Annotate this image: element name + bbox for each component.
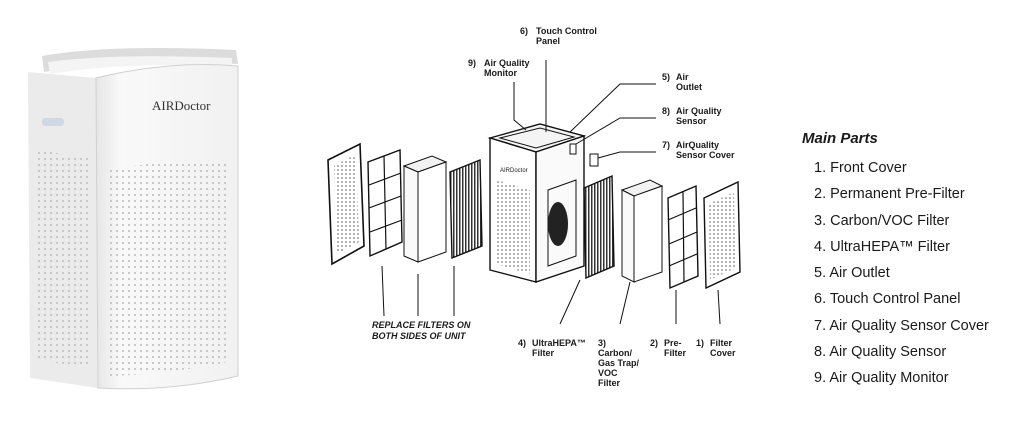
list-item: 6. Touch Control Panel <box>814 291 961 308</box>
label-prefilter-number: 2) <box>650 338 658 348</box>
pre-filter-right <box>667 184 699 290</box>
label-cover-line2: Cover <box>710 348 736 358</box>
list-item: 8. Air Quality Sensor <box>814 344 947 361</box>
label-cover-line1: Filter <box>710 338 733 348</box>
label-carbon-line4: Filter <box>598 378 621 388</box>
label-carbon-number: 3) <box>598 338 606 348</box>
main-parts-title: Main Parts <box>802 130 878 147</box>
label-hepa-line1: UltraHEPA™ <box>532 338 586 348</box>
label-prefilter-line2: Filter <box>664 348 687 358</box>
label-outlet-line2: Outlet <box>676 82 702 92</box>
label-touch-panel-line2: Panel <box>536 36 560 46</box>
label-sensor-line1: Air Quality <box>676 106 722 116</box>
label-carbon-line1: Carbon/ <box>598 348 633 358</box>
main-parts-list: 1. Front Cover 2. Permanent Pre-Filter 3… <box>802 155 1017 392</box>
list-item: 1. Front Cover <box>814 160 907 176</box>
label-cover-number: 1) <box>696 338 704 348</box>
carbon-filter-left <box>402 155 448 263</box>
label-outlet-line1: Air <box>676 72 689 82</box>
label-sensor-cover-number: 7) <box>662 140 670 150</box>
main-parts-panel: Main Parts 1. Front Cover 2. Permanent P… <box>802 130 1017 392</box>
filter-cover-right <box>703 180 741 290</box>
replace-filters-caption-line2: BOTH SIDES OF UNIT <box>372 331 467 341</box>
label-monitor-line2: Monitor <box>484 68 517 78</box>
label-outlet-number: 5) <box>662 72 670 82</box>
purifier-body <box>28 48 239 390</box>
label-sensor-cover-line2: Sensor Cover <box>676 150 735 160</box>
hepa-filter-right <box>583 174 615 280</box>
label-monitor-number: 9) <box>468 58 476 68</box>
replace-filters-caption-line1: REPLACE FILTERS ON <box>372 320 471 330</box>
label-carbon-line3: VOC <box>598 368 618 378</box>
air-quality-sensor <box>569 143 577 155</box>
list-item: 9. Air Quality Monitor <box>814 370 949 387</box>
fan-opening <box>548 202 568 246</box>
exploded-parts-diagram: AIRDoctor 6) Touch Control Panel 9) Air … <box>327 26 741 388</box>
sensor-cover-part <box>589 153 599 167</box>
list-item: 4. UltraHEPA™ Filter <box>814 238 950 255</box>
list-item: 2. Permanent Pre-Filter <box>814 186 965 203</box>
air-purifier-photo: AIRDoctor <box>28 48 239 390</box>
label-touch-panel-line1: Touch Control <box>536 26 597 36</box>
list-item: 5. Air Outlet <box>814 265 890 282</box>
list-item: 3. Carbon/VOC Filter <box>814 212 950 229</box>
unit-logo: AIRDoctor <box>500 168 528 174</box>
list-item: 7. Air Quality Sensor Cover <box>814 317 989 334</box>
label-sensor-line2: Sensor <box>676 116 707 126</box>
main-unit <box>487 123 587 283</box>
carbon-filter-right <box>620 179 664 283</box>
brand-logo: AIRDoctor <box>152 98 211 113</box>
leader-lines <box>381 60 721 325</box>
label-prefilter-line1: Pre- <box>664 338 682 348</box>
label-carbon-line2: Gas Trap/ <box>598 358 640 368</box>
pre-filter-left <box>367 148 403 258</box>
label-touch-panel-number: 6) <box>520 26 528 36</box>
hepa-filter-left <box>449 158 483 260</box>
label-hepa-number: 4) <box>518 338 526 348</box>
filter-cover-left <box>327 142 365 266</box>
touch-control-panel <box>498 127 576 149</box>
label-hepa-line2: Filter <box>532 348 555 358</box>
label-monitor-line1: Air Quality <box>484 58 530 68</box>
label-sensor-cover-line1: AirQuality <box>676 140 719 150</box>
label-sensor-number: 8) <box>662 106 670 116</box>
